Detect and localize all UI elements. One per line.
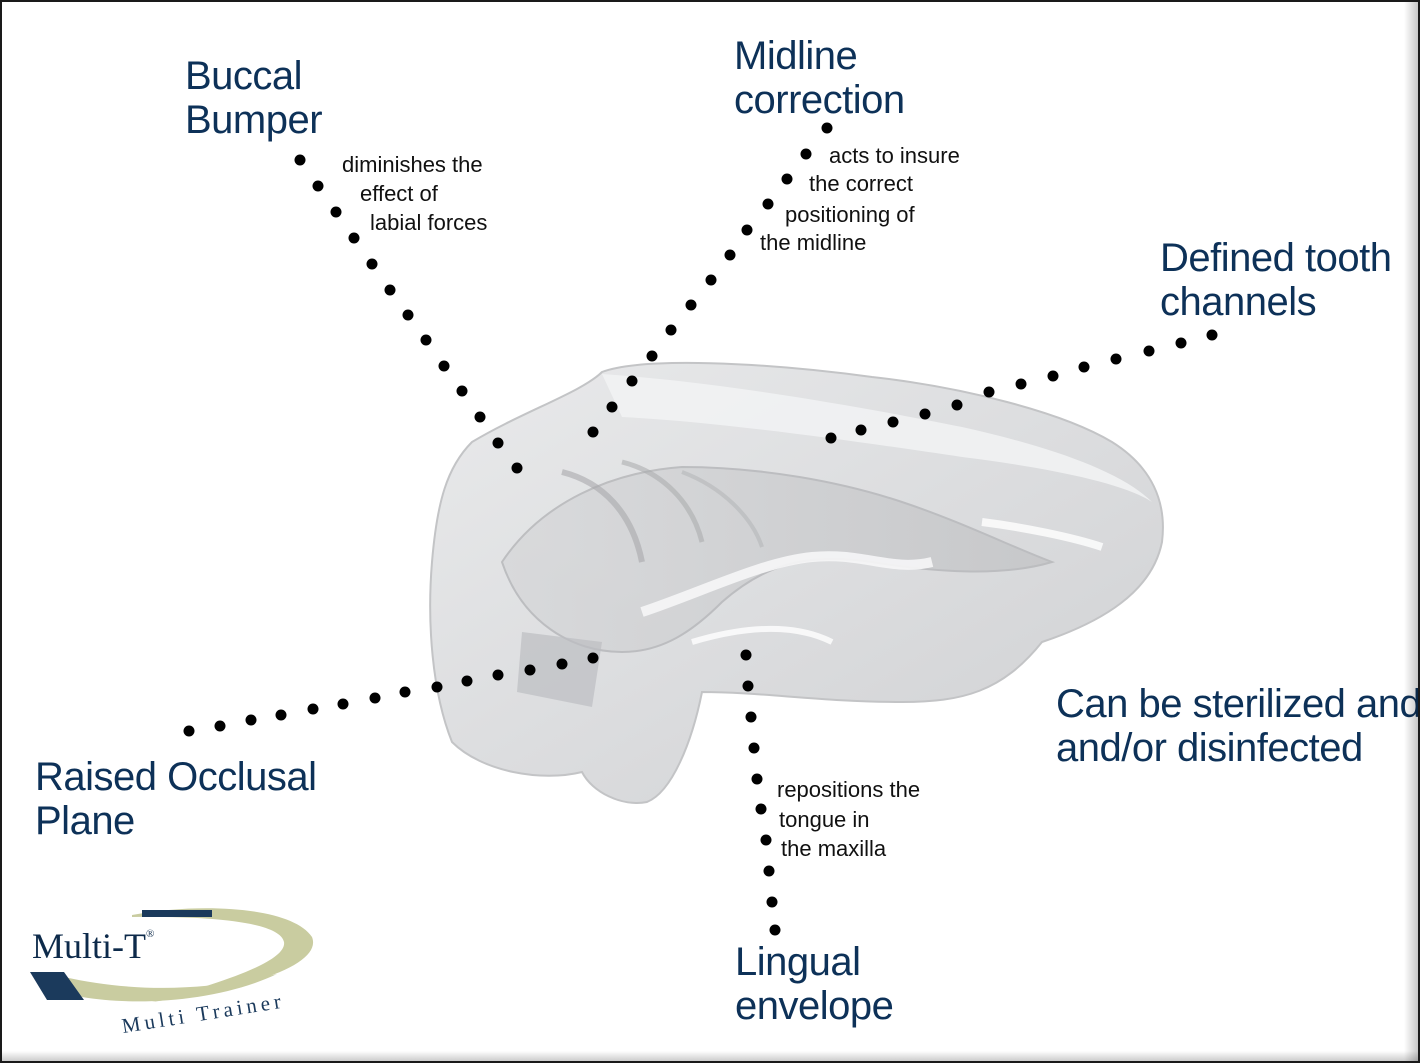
midline-correction-desc-line-2: the correct bbox=[809, 169, 913, 198]
lingual-envelope-title: Lingual envelope bbox=[735, 940, 893, 1028]
buccal-bumper-desc-line-3: labial forces bbox=[370, 208, 487, 237]
frame-shadow-right bbox=[1404, 2, 1418, 1061]
lingual-envelope-desc-line-3: the maxilla bbox=[781, 834, 886, 863]
midline-correction-desc-line-3: positioning of bbox=[785, 200, 915, 229]
raised-occlusal-plane-title-line-2: Plane bbox=[35, 799, 317, 843]
sterilized-title-line-2: and/or disinfected bbox=[1056, 726, 1420, 770]
logo-name-text: Multi-T bbox=[32, 926, 146, 966]
midline-correction-desc-line-1: acts to insure bbox=[829, 141, 960, 170]
frame-shadow-bottom bbox=[2, 1051, 1418, 1061]
sterilized-title: Can be sterilized and and/or disinfected bbox=[1056, 682, 1420, 770]
raised-occlusal-plane-title: Raised Occlusal Plane bbox=[35, 755, 317, 843]
appliance-illustration bbox=[430, 363, 1163, 803]
midline-correction-desc-line-4: the midline bbox=[760, 228, 866, 257]
sterilized-title-line-1: Can be sterilized and bbox=[1056, 682, 1420, 726]
buccal-bumper-desc-line-2: effect of bbox=[360, 179, 438, 208]
defined-tooth-channels-title-line-1: Defined tooth bbox=[1160, 236, 1391, 280]
defined-tooth-channels-title: Defined tooth channels bbox=[1160, 236, 1391, 324]
midline-correction-title-line-2: correction bbox=[734, 78, 905, 122]
buccal-bumper-title-line-1: Buccal bbox=[185, 54, 322, 98]
logo-name: Multi-T® bbox=[32, 922, 154, 966]
buccal-bumper-desc-line-1: diminishes the bbox=[342, 150, 483, 179]
midline-correction-title-line-1: Midline bbox=[734, 34, 905, 78]
lingual-envelope-desc-line-2: tongue in bbox=[779, 805, 870, 834]
logo-registered-mark: ® bbox=[146, 928, 154, 940]
lingual-envelope-title-line-1: Lingual bbox=[735, 940, 893, 984]
raised-occlusal-plane-title-line-1: Raised Occlusal bbox=[35, 755, 317, 799]
lingual-envelope-desc-line-1: repositions the bbox=[777, 775, 920, 804]
defined-tooth-channels-title-line-2: channels bbox=[1160, 280, 1391, 324]
midline-correction-title: Midline correction bbox=[734, 34, 905, 122]
buccal-bumper-title: Buccal Bumper bbox=[185, 54, 322, 142]
buccal-bumper-title-line-2: Bumper bbox=[185, 98, 322, 142]
lingual-envelope-title-line-2: envelope bbox=[735, 984, 893, 1028]
